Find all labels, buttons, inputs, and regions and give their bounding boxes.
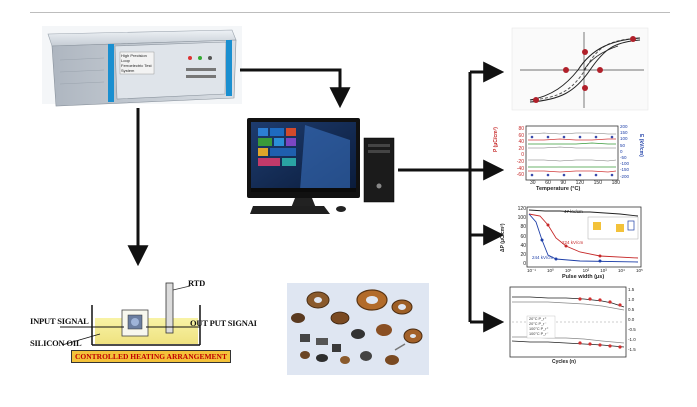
desktop-computer [247,118,395,214]
pulse-annotation-47: 47 kV/cm [564,209,583,214]
legend-item: 100°C P_r⁻ [529,332,549,336]
input-signal-label: INPUT SIGNAL [30,316,89,326]
cycles-x-label: Cycles (n) [552,359,576,365]
ferrite-cores-photo [287,283,429,375]
instrument-panel-text: High Precision Loop Ferroelectric Test S… [121,53,152,73]
pulse-width-plot [526,206,642,268]
rtd-label: RTD [188,278,206,288]
legend-item: 20°C P_r⁻ [529,322,547,326]
controlled-heating-label: CONTROLLED HEATING ARRANGEMENT [71,350,231,363]
ferroelectric-test-instrument [42,26,242,107]
fatigue-cycles-plot [509,286,627,358]
pulse-y-label: ΔP (μC/cm²) [500,223,506,252]
pulse-annotation-224: 224 kV/cm [562,240,584,245]
legend-item: 100°C P_r⁺ [529,327,549,331]
temp-y-label-left: P (μC/cm²) [493,127,499,152]
top-divider-line [30,12,670,13]
pulse-x-label: Pulse width (μs) [562,274,605,280]
hysteresis-loop-plot [511,27,649,111]
cycles-legend: 20°C P_r⁺ 20°C P_r⁻ 100°C P_r⁺ 100°C P_r… [529,317,549,337]
pulse-annotation-244: 244 kV/cm [532,255,554,260]
output-signal-label: OUT PUT SIGNAI [190,318,257,328]
arrow-to-computer [240,68,351,109]
temp-x-label: Temperature (°C) [536,186,581,192]
temp-y-label-right: E (kV/cm) [638,134,644,157]
silicon-oil-label: SILICON OIL [30,338,82,348]
heating-bath [60,282,201,346]
temperature-plot [525,125,619,181]
legend-item: 20°C P_r⁺ [529,317,547,321]
